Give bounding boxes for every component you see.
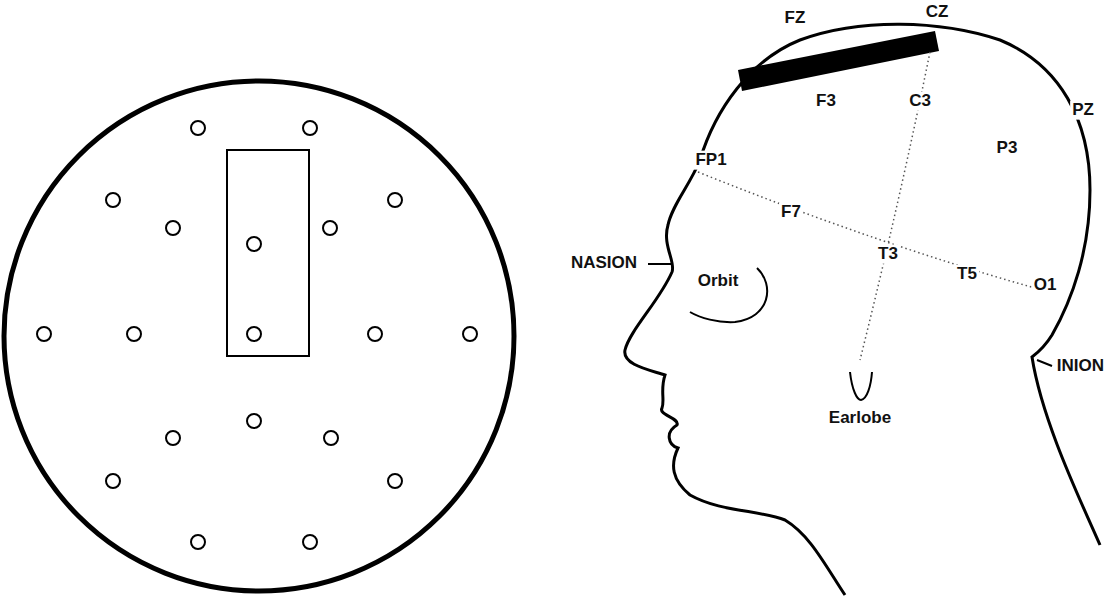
electrode-label: P3 — [995, 139, 1020, 158]
electrode-label: F3 — [814, 92, 838, 111]
landmark-label: Orbit — [696, 272, 741, 291]
landmark-label: NASION — [569, 254, 639, 273]
electrode-label: T5 — [955, 265, 979, 284]
earlobe-shape — [850, 372, 872, 400]
nasion-leader — [648, 263, 673, 265]
orbit-arc — [690, 268, 767, 322]
inion-leader — [1037, 360, 1052, 366]
dotted-horizontal-line — [698, 172, 1042, 290]
electrode-label: FP1 — [693, 151, 728, 170]
face-profile — [625, 160, 845, 595]
electrode-label: PZ — [1070, 101, 1096, 120]
electrode-label: O1 — [1032, 276, 1059, 295]
head-back-outline — [700, 24, 1100, 545]
electrode-sites — [37, 121, 477, 549]
landmark-label: Earlobe — [827, 409, 893, 428]
landmark-label: INION — [1055, 357, 1106, 376]
electrode-bar — [738, 31, 939, 91]
electrode-rectangle — [227, 150, 309, 356]
scalp-circle — [4, 81, 514, 591]
electrode-label: FZ — [783, 9, 808, 28]
electrode-label: T3 — [876, 245, 900, 264]
electrode-label: CZ — [924, 3, 951, 22]
electrode-label: F7 — [779, 203, 803, 222]
electrode-label: C3 — [907, 92, 933, 111]
